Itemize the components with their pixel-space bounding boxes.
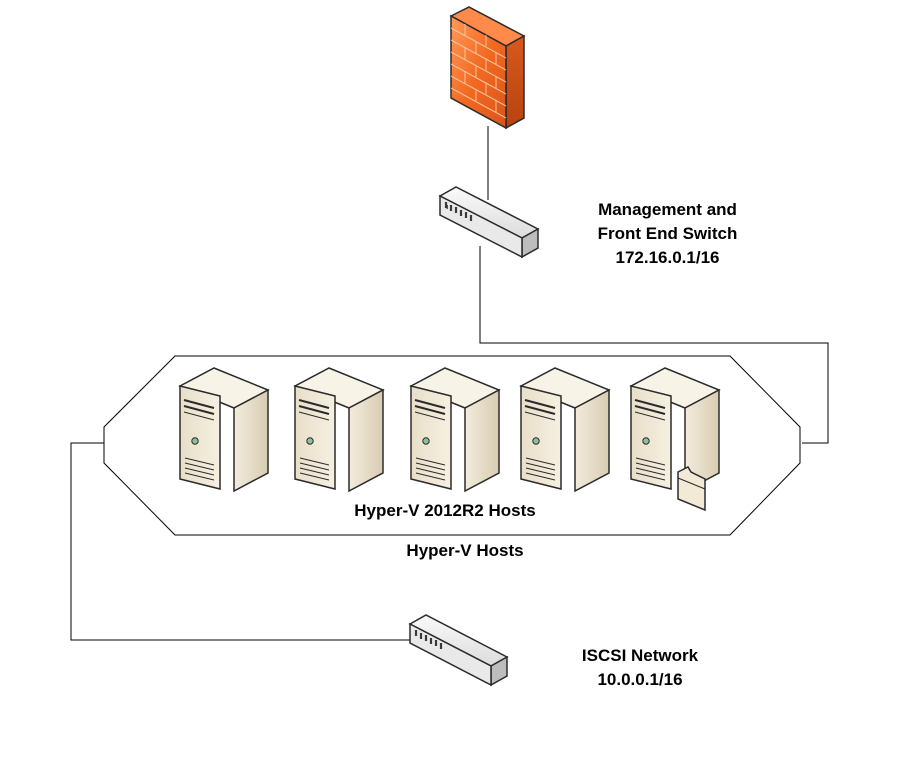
- management-switch-label-line2: Front End Switch: [597, 224, 738, 243]
- management-switch-label: Management and Front End Switch 172.16.0…: [560, 198, 775, 270]
- management-switch-icon: [438, 186, 540, 259]
- hyper-v-hosts-group-label: Hyper-V Hosts: [406, 541, 524, 560]
- hosts-to-iscsi-link: [70, 442, 410, 641]
- iscsi-network-label-line1: ISCSI Network: [581, 646, 699, 665]
- hyper-v-hosts-group-outline: [103, 355, 801, 536]
- server-tower-icon: [409, 367, 501, 493]
- switch-to-hosts-link: [479, 246, 829, 444]
- file-server-icon: [629, 367, 721, 512]
- connections: [70, 126, 829, 641]
- hyper-v-server-row: [178, 367, 721, 512]
- server-tower-icon: [178, 367, 270, 493]
- iscsi-network-label: ISCSI Network 10.0.0.1/16: [545, 644, 735, 692]
- iscsi-switch-icon: [408, 614, 509, 687]
- file-folder-icon: [677, 466, 706, 512]
- management-switch-label-line1: Management and: [598, 200, 737, 219]
- management-switch-ip: 172.16.0.1/16: [615, 248, 720, 267]
- iscsi-network-ip: 10.0.0.1/16: [597, 670, 683, 689]
- hyper-v-2012r2-hosts-label: Hyper-V 2012R2 Hosts: [354, 501, 536, 520]
- server-tower-icon: [293, 367, 385, 493]
- server-tower-icon: [519, 367, 611, 493]
- firewall-icon: [449, 6, 526, 130]
